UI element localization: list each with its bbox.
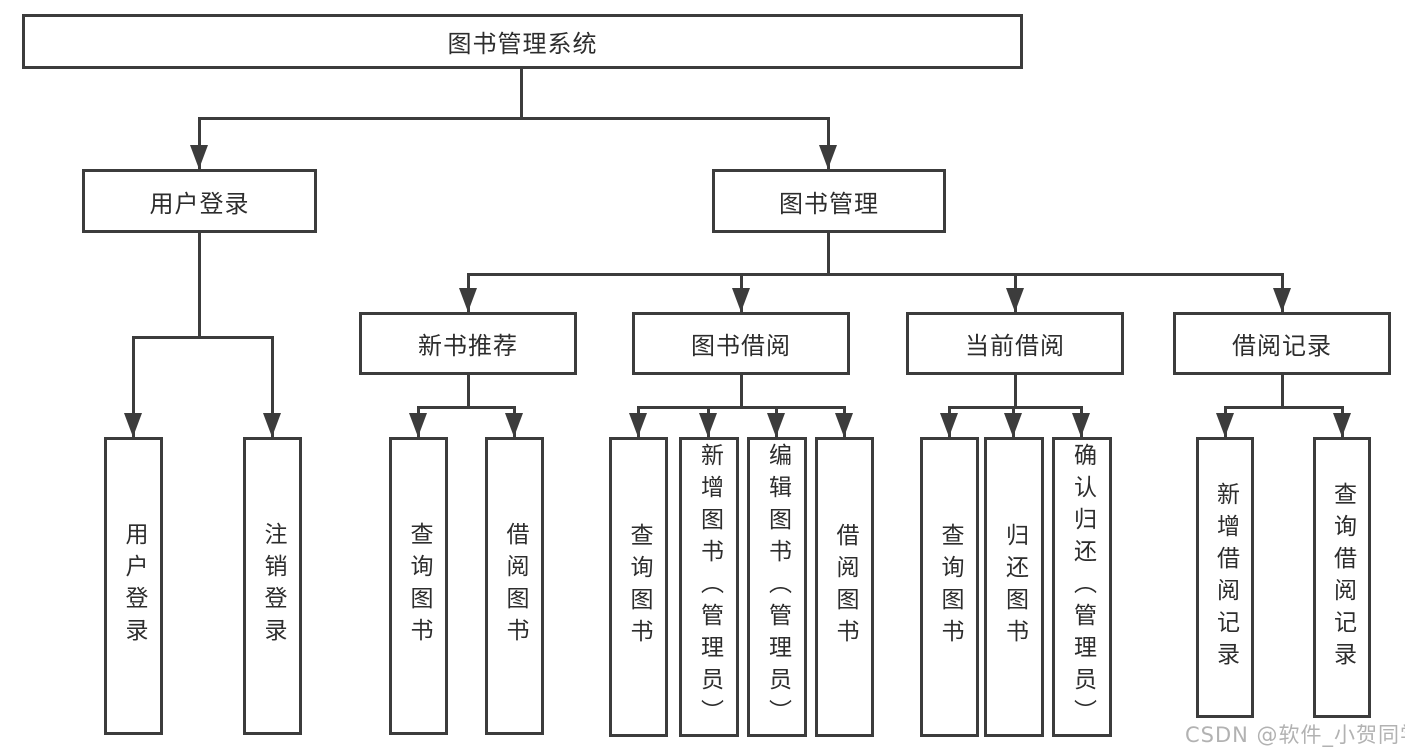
arrowhead-down-icon bbox=[1333, 413, 1351, 437]
leaf-add-borrow-record: 新增借阅记录 bbox=[1196, 437, 1254, 718]
leaf-logout: 注销登录 bbox=[243, 437, 302, 735]
node-book-management: 图书管理 bbox=[712, 169, 946, 233]
arrowhead-down-icon bbox=[1004, 413, 1022, 437]
arrowhead-down-icon bbox=[1216, 413, 1234, 437]
connector-vline bbox=[1281, 375, 1284, 406]
connector-vline bbox=[198, 117, 201, 169]
connector-vline bbox=[1014, 375, 1017, 406]
arrowhead-down-icon bbox=[699, 413, 717, 437]
arrowhead-down-icon bbox=[124, 413, 142, 437]
arrowhead-down-icon bbox=[190, 145, 208, 169]
leaf-query-book-borrow: 查询图书 bbox=[609, 437, 668, 737]
connector-hline bbox=[467, 273, 1284, 276]
node-user-login: 用户登录 bbox=[82, 169, 317, 233]
arrowhead-down-icon bbox=[732, 288, 750, 312]
node-book-borrow: 图书借阅 bbox=[632, 312, 850, 375]
arrowhead-down-icon bbox=[767, 413, 785, 437]
arrowhead-down-icon bbox=[263, 413, 281, 437]
arrowhead-down-icon bbox=[1273, 288, 1291, 312]
arrowhead-down-icon bbox=[835, 413, 853, 437]
node-new-book-recommend: 新书推荐 bbox=[359, 312, 577, 375]
connector-vline bbox=[520, 69, 523, 117]
connector-hline bbox=[948, 406, 1083, 409]
connector-hline bbox=[417, 406, 516, 409]
leaf-return-book: 归还图书 bbox=[984, 437, 1044, 737]
connector-hline bbox=[198, 117, 830, 120]
leaf-borrow-book: 借阅图书 bbox=[815, 437, 874, 737]
arrowhead-down-icon bbox=[505, 413, 523, 437]
connector-vline bbox=[827, 117, 830, 169]
connector-vline bbox=[198, 233, 201, 336]
node-borrow-records: 借阅记录 bbox=[1173, 312, 1391, 375]
leaf-query-book-current: 查询图书 bbox=[920, 437, 979, 737]
connector-vline bbox=[132, 336, 135, 437]
connector-vline bbox=[271, 336, 274, 437]
connector-hline bbox=[132, 336, 274, 339]
connector-hline bbox=[1224, 406, 1344, 409]
connector-vline bbox=[467, 375, 470, 406]
leaf-edit-book-admin: 编辑图书（管理员） bbox=[747, 437, 807, 737]
leaf-query-book-recommend: 查询图书 bbox=[389, 437, 448, 735]
arrowhead-down-icon bbox=[409, 413, 427, 437]
node-current-borrow: 当前借阅 bbox=[906, 312, 1124, 375]
arrowhead-down-icon bbox=[1072, 413, 1090, 437]
connector-vline bbox=[827, 233, 830, 273]
arrowhead-down-icon bbox=[629, 413, 647, 437]
connector-hline bbox=[637, 406, 846, 409]
leaf-confirm-return-admin: 确认归还（管理员） bbox=[1052, 437, 1112, 737]
watermark: CSDN @软件_小贺同学 bbox=[1185, 723, 1405, 747]
connector-vline bbox=[740, 375, 743, 406]
leaf-borrow-book-recommend: 借阅图书 bbox=[485, 437, 544, 735]
leaf-user-login: 用户登录 bbox=[104, 437, 163, 735]
arrowhead-down-icon bbox=[1006, 288, 1024, 312]
arrowhead-down-icon bbox=[940, 413, 958, 437]
node-root: 图书管理系统 bbox=[22, 14, 1023, 69]
arrowhead-down-icon bbox=[459, 288, 477, 312]
arrowhead-down-icon bbox=[819, 145, 837, 169]
leaf-add-book-admin: 新增图书（管理员） bbox=[679, 437, 739, 737]
leaf-query-borrow-record: 查询借阅记录 bbox=[1313, 437, 1371, 718]
